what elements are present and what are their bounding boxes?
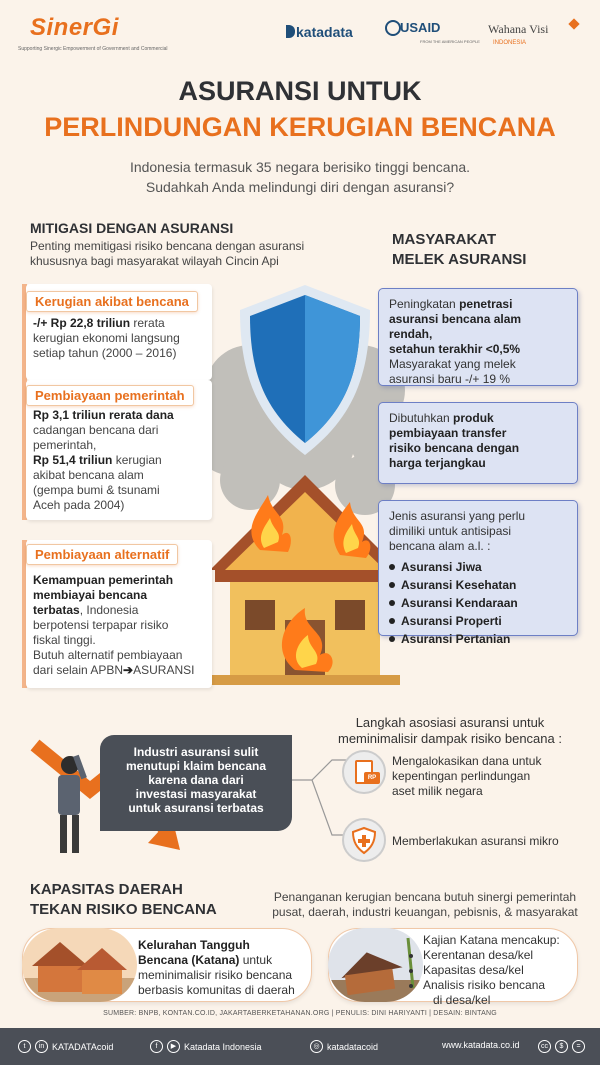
damaged-house-illustration bbox=[328, 928, 423, 1002]
linkedin-icon: in bbox=[35, 1040, 48, 1053]
jenis-asuransi-list: Asuransi Jiwa Asuransi Kesehatan Asurans… bbox=[389, 558, 567, 648]
footer-license: cc $ = bbox=[538, 1040, 585, 1053]
facebook-icon: f bbox=[150, 1040, 163, 1053]
pembiayaan-pemerintah-body: Rp 3,1 triliun rerata dana cadangan benc… bbox=[33, 408, 174, 512]
money-document-icon: RP bbox=[342, 750, 386, 794]
jenis-asuransi-card: Jenis asuransi yang perlu dimiliki untuk… bbox=[378, 500, 578, 646]
mitigasi-heading: MITIGASI DENGAN ASURANSI bbox=[30, 220, 234, 236]
usaid-logo: USAID bbox=[400, 20, 441, 35]
youtube-icon: ▶ bbox=[167, 1040, 180, 1053]
page-title-line2: PERLINDUNGAN KERUGIAN BENCANA bbox=[44, 112, 556, 142]
footer-social-3[interactable]: ◎ katadatacoid bbox=[310, 1040, 378, 1053]
twitter-icon: t bbox=[18, 1040, 31, 1053]
footer-website[interactable]: www.katadata.co.id bbox=[442, 1040, 520, 1050]
wahana-visi-mark-icon bbox=[568, 18, 580, 30]
person-body bbox=[58, 775, 80, 815]
usaid-sub: FROM THE AMERICAN PEOPLE bbox=[420, 39, 480, 44]
pembiayaan-alternatif-body: Kemampuan pemerintah membiayai bencana t… bbox=[33, 573, 195, 677]
langkah-heading: Langkah asosiasi asuransi untuk meminima… bbox=[338, 715, 562, 746]
pembiayaan-alternatif-title: Pembiayaan alternatif bbox=[26, 544, 179, 565]
katadata-logo: katadata bbox=[296, 24, 353, 40]
kapasitas-heading: KAPASITAS DAERAH TEKAN RISIKO BENCANA bbox=[30, 881, 217, 918]
page-title-line1: ASURANSI UNTUK bbox=[178, 76, 422, 106]
instagram-icon: ◎ bbox=[310, 1040, 323, 1053]
kerugian-card-body: -/+ Rp 22,8 triliun rerata kerugian ekon… bbox=[33, 316, 180, 360]
card-accent-1 bbox=[22, 284, 27, 380]
cc-nd-icon: = bbox=[572, 1040, 585, 1053]
arrow-right-icon: ➔ bbox=[123, 663, 134, 677]
melek-heading: MASYARAKAT MELEK ASURANSI bbox=[392, 231, 527, 268]
village-illustration bbox=[22, 928, 137, 1002]
list-item: Asuransi Pertanian bbox=[389, 630, 567, 648]
list-item: Asuransi Properti bbox=[389, 612, 567, 630]
list-item: Asuransi Kesehatan bbox=[389, 576, 567, 594]
langkah-step-1: Mengalokasikan dana untuk kepentingan pe… bbox=[392, 754, 542, 798]
kapasitas-desc: Penanganan kerugian bencana butuh sinerg… bbox=[272, 890, 578, 919]
list-item: Kerentanan desa/kel bbox=[423, 948, 575, 963]
wahana-visi-logo: Wahana Visi bbox=[488, 22, 549, 36]
list-item: Analisis risiko bencana bbox=[423, 978, 575, 993]
pembiayaan-pemerintah-title: Pembiayaan pemerintah bbox=[26, 385, 194, 406]
sinergi-logo: SinerGi bbox=[30, 14, 119, 41]
industri-box: Industri asuransi sulit menutupi klaim b… bbox=[100, 735, 292, 831]
footer-social-2[interactable]: f ▶ Katadata Indonesia bbox=[150, 1040, 262, 1053]
footer-bar: t in KATADATAcoid f ▶ Katadata Indonesia… bbox=[0, 1028, 600, 1065]
penetrasi-card: Peningkatan penetrasi asuransi bencana a… bbox=[378, 288, 578, 386]
usaid-seal-icon bbox=[385, 20, 401, 36]
sinergi-tagline: Supporting Sinergic Empowerment of Gover… bbox=[18, 46, 168, 52]
wahana-visi-sub: INDONESIA bbox=[493, 40, 527, 46]
card-accent-3 bbox=[22, 540, 27, 688]
source-credits: SUMBER: BNPB, KONTAN.CO.ID, JAKARTABERKE… bbox=[103, 1010, 497, 1017]
cc-icon: cc bbox=[538, 1040, 551, 1053]
katana-text: Kelurahan Tangguh Bencana (Katana) untuk… bbox=[138, 938, 295, 997]
kerugian-card-title: Kerugian akibat bencana bbox=[26, 291, 198, 312]
card-accent-2 bbox=[22, 380, 27, 520]
footer-social-1[interactable]: t in KATADATAcoid bbox=[18, 1040, 113, 1053]
cc-nc-icon: $ bbox=[555, 1040, 568, 1053]
langkah-step-2: Memberlakukan asuransi mikro bbox=[392, 834, 559, 848]
kajian-text: Kajian Katana mencakup: Kerentanan desa/… bbox=[423, 933, 575, 1008]
mitigasi-desc: Penting memitigasi risiko bencana dengan… bbox=[30, 239, 305, 268]
produk-card: Dibutuhkan produk pembiayaan transfer ri… bbox=[378, 402, 578, 484]
list-item: Kapasitas desa/kel bbox=[423, 963, 575, 978]
shield-plus-icon bbox=[342, 818, 386, 862]
list-item: Asuransi Jiwa bbox=[389, 558, 567, 576]
katadata-mark-icon bbox=[286, 25, 295, 38]
list-item: Asuransi Kendaraan bbox=[389, 594, 567, 612]
intro-text: Indonesia termasuk 35 negara berisiko ti… bbox=[129, 159, 471, 195]
